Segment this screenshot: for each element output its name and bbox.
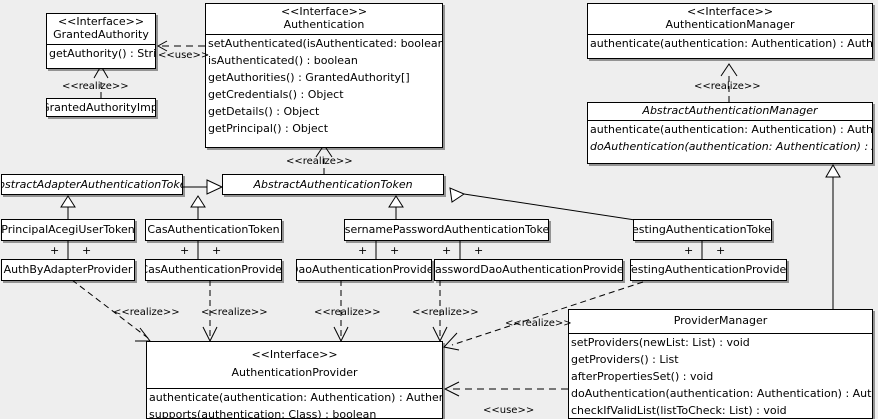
operation-row: authenticate(authentication: Authenticat… — [590, 123, 873, 136]
class-name: GrantedAuthorityImpl — [46, 100, 156, 114]
class-auth-by-adapter-provider[interactable]: AuthByAdapterProvider — [1, 259, 135, 281]
stereotype-label: <<Interface>> — [686, 5, 774, 18]
class-header: <<Interface>> GrantedAuthority — [47, 14, 155, 44]
operation-row: doAuthentication(authentication: Authent… — [571, 387, 872, 400]
edge-label-realize-abstractmanager: <<realize>> — [694, 81, 761, 92]
class-name: AbstractAdapterAuthenticationToken — [2, 177, 182, 191]
class-header: <<Interface>> AuthenticationProvider — [147, 342, 442, 382]
operation-row: checkIfValidList(listToCheck: List) : vo… — [571, 404, 787, 417]
class-password-dao-authentication-provider[interactable]: PasswordDaoAuthenticationProvider — [434, 259, 623, 281]
class-name: TestingAuthenticationToken — [633, 223, 772, 236]
operations-compartment: authenticate(authentication: Authenticat… — [588, 120, 872, 155]
assoc-marker-plus: + — [82, 244, 92, 257]
edge-principalacegiusertoken-extends-abstractadapter — [60, 195, 76, 219]
edge-label-realize-grantedauthorityimpl: <<realize>> — [62, 81, 129, 92]
class-name: GrantedAuthority — [53, 28, 149, 41]
assoc-marker-plus: + — [212, 244, 222, 257]
class-header: <<Interface>> AuthenticationManager — [588, 4, 872, 34]
class-name: UsernamePasswordAuthenticationToken — [344, 223, 549, 236]
class-header: ProviderManager — [569, 310, 872, 333]
class-cas-authentication-token[interactable]: CasAuthenticationToken — [145, 219, 282, 241]
class-dao-authentication-provider[interactable]: DaoAuthenticationProvider — [296, 259, 432, 281]
edge-label-realize-authbyadapter: <<realize>> — [113, 307, 180, 318]
class-principal-acegi-user-token[interactable]: PrincipalAcegiUserToken — [1, 219, 135, 241]
class-name: CasAuthenticationProvider — [145, 263, 282, 276]
class-name: Authentication — [283, 18, 365, 31]
operation-row: getDetails() : Object — [208, 105, 320, 118]
edge-label-use-grantedauthority: <<use>> — [158, 50, 210, 61]
assoc-marker-plus: + — [442, 244, 452, 257]
class-name: CasAuthenticationToken — [147, 223, 280, 236]
class-name: PrincipalAcegiUserToken — [1, 223, 135, 236]
class-name: AuthenticationManager — [665, 18, 795, 31]
edge-providermanager-extends-abstractauthenticationmanager — [825, 164, 841, 309]
assoc-marker-plus: + — [50, 244, 60, 257]
class-name: AuthByAdapterProvider — [3, 263, 133, 276]
assoc-marker-plus: + — [684, 244, 694, 257]
edge-label-realize-passworddaoprovider: <<realize>> — [412, 307, 479, 318]
edge-abstractadapter-extends-abstracttoken — [183, 179, 224, 195]
class-authentication[interactable]: <<Interface>> Authentication setAuthenti… — [205, 3, 443, 148]
class-abstract-authentication-token[interactable]: AbstractAuthenticationToken — [222, 174, 444, 195]
operation-row: getCredentials() : Object — [208, 88, 344, 101]
edge-casauthenticationtoken-extends-abstracttoken — [190, 195, 206, 219]
class-abstract-adapter-authentication-token[interactable]: AbstractAdapterAuthenticationToken — [1, 174, 183, 195]
class-granted-authority-impl[interactable]: GrantedAuthorityImpl — [46, 98, 156, 117]
class-name: TestingAuthenticationProvider — [630, 263, 787, 276]
assoc-marker-plus: + — [390, 244, 400, 257]
edge-testingauthenticationtoken-extends-abstracttoken — [449, 187, 643, 222]
operation-row: doAuthentication(authentication: Authent… — [590, 140, 872, 153]
operation-row: getPrincipal() : Object — [208, 122, 329, 135]
assoc-marker-plus: + — [716, 244, 726, 257]
class-username-password-authentication-token[interactable]: UsernamePasswordAuthenticationToken — [344, 219, 549, 241]
stereotype-label: <<Interface>> — [280, 5, 368, 18]
operation-row: setAuthenticated(isAuthenticated: boolea… — [208, 37, 442, 50]
operations-compartment: setAuthenticated(isAuthenticated: boolea… — [206, 34, 442, 137]
operation-row: getAuthority() : String — [49, 47, 156, 60]
operations-compartment: setProviders(newList: List) : void getPr… — [569, 333, 872, 418]
edge-label-realize-abstracttoken: <<realize>> — [286, 156, 353, 167]
class-authentication-provider[interactable]: <<Interface>> AuthenticationProvider aut… — [146, 341, 443, 419]
class-name: DaoAuthenticationProvider — [296, 263, 432, 276]
stereotype-label: <<Interface>> — [57, 15, 145, 28]
edge-label-realize-casprovider: <<realize>> — [201, 307, 268, 318]
class-header: AbstractAuthenticationManager — [588, 103, 872, 120]
edge-label-realize-daoprovider: <<realize>> — [314, 307, 381, 318]
class-name: ProviderManager — [673, 314, 768, 327]
edge-label-realize-testingprovider: <<realize>> — [505, 318, 572, 329]
assoc-marker-plus: + — [474, 244, 484, 257]
operation-row: afterPropertiesSet() : void — [571, 370, 714, 383]
operations-compartment: authenticate(authentication: Authenticat… — [588, 34, 872, 52]
class-testing-authentication-provider[interactable]: TestingAuthenticationProvider — [630, 259, 787, 281]
operation-row: getAuthorities() : GrantedAuthority[] — [208, 71, 410, 84]
class-name: PasswordDaoAuthenticationProvider — [434, 263, 623, 276]
class-cas-authentication-provider[interactable]: CasAuthenticationProvider — [145, 259, 282, 281]
class-testing-authentication-token[interactable]: TestingAuthenticationToken — [633, 219, 772, 241]
operation-row: authenticate(authentication: Authenticat… — [149, 391, 442, 404]
operation-row: supports(authentication: Class) : boolea… — [149, 408, 377, 419]
class-provider-manager[interactable]: ProviderManager setProviders(newList: Li… — [568, 309, 873, 419]
assoc-marker-plus: + — [180, 244, 190, 257]
class-header: <<Interface>> Authentication — [206, 4, 442, 34]
class-name: AuthenticationProvider — [231, 366, 358, 379]
operations-compartment: authenticate(authentication: Authenticat… — [147, 388, 442, 419]
class-name: AbstractAuthenticationToken — [253, 177, 413, 191]
operation-row: authenticate(authentication: Authenticat… — [590, 37, 873, 50]
operation-row: getProviders() : List — [571, 353, 679, 366]
edge-usernamepasswordtoken-extends-abstracttoken — [388, 195, 404, 219]
stereotype-label: <<Interface>> — [251, 348, 338, 361]
edge-label-use-providermanager: <<use>> — [483, 405, 535, 416]
class-abstract-authentication-manager[interactable]: AbstractAuthenticationManager authentica… — [587, 102, 873, 164]
operation-row: setProviders(newList: List) : void — [571, 336, 750, 349]
edge-providermanager-uses-authenticationprovider — [443, 381, 568, 397]
operation-row: isAuthenticated() : boolean — [208, 54, 358, 67]
assoc-marker-plus: + — [358, 244, 368, 257]
class-name: AbstractAuthenticationManager — [642, 104, 818, 117]
class-authentication-manager[interactable]: <<Interface>> AuthenticationManager auth… — [587, 3, 873, 59]
class-granted-authority[interactable]: <<Interface>> GrantedAuthority getAuthor… — [46, 13, 156, 69]
operations-compartment: getAuthority() : String — [47, 44, 155, 62]
